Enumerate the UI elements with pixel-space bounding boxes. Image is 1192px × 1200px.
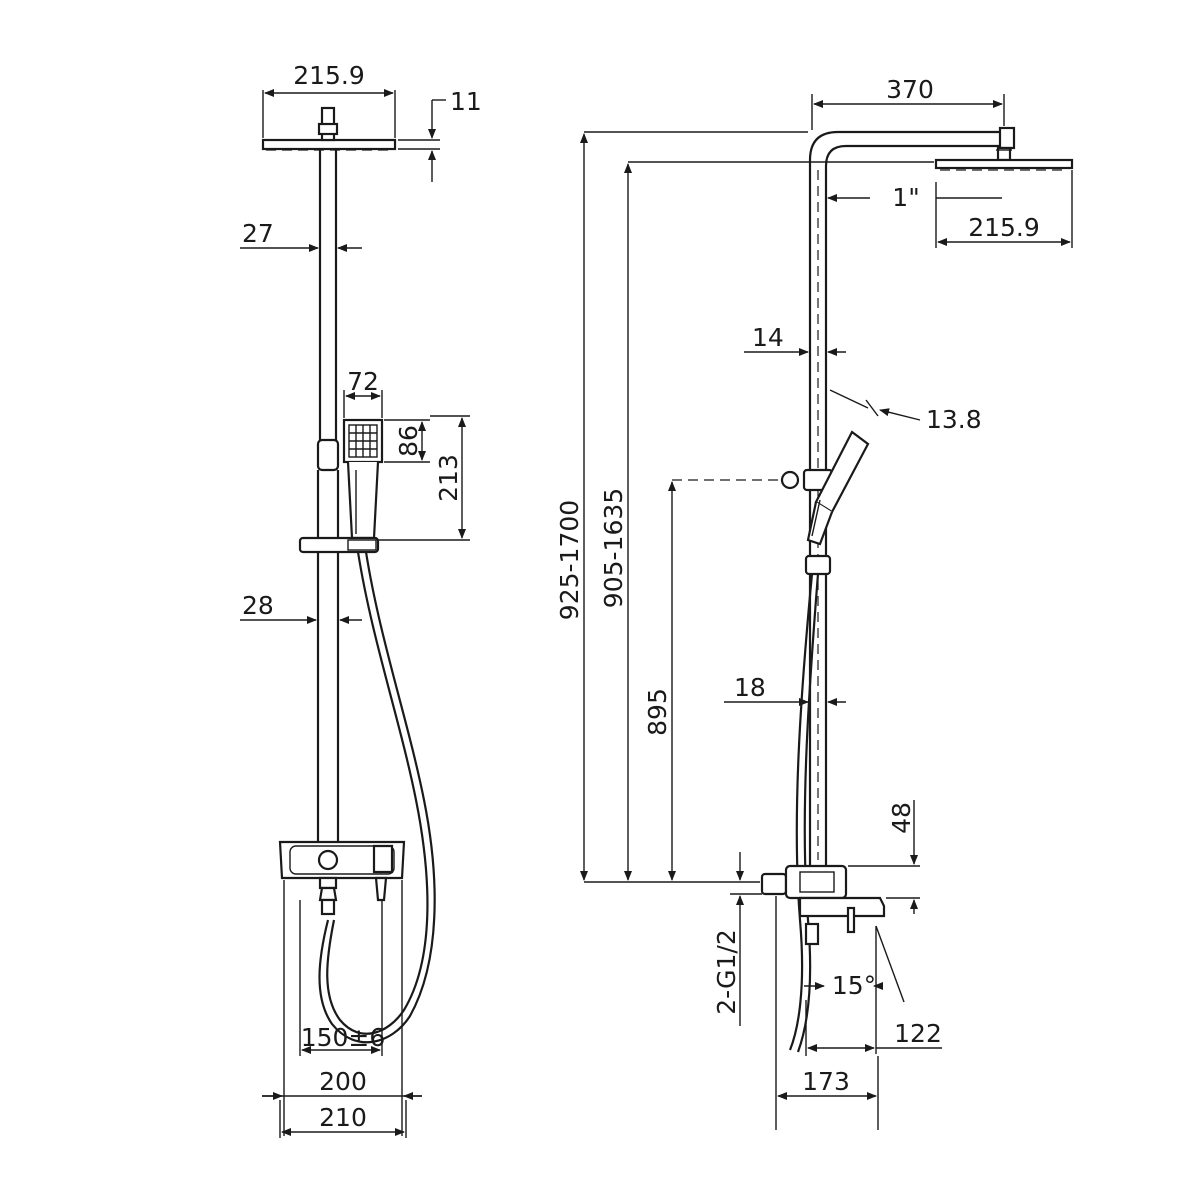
- front-view: [261, 106, 436, 1044]
- dim-front-pipe-dia: 27: [242, 219, 274, 248]
- side-dimensions: 370 1" 215.9 14 13.8 925-1700 905-1635 8…: [555, 75, 1073, 1130]
- dim-arm-thread: 1": [892, 183, 919, 212]
- dim-lower-pipe-dia: 18: [734, 673, 766, 702]
- front-hose: [318, 551, 436, 1044]
- dim-body-width-inner: 200: [319, 1067, 367, 1096]
- dim-front-head-width: 215.9: [293, 61, 365, 90]
- dim-upper-pipe-dia: 14: [752, 323, 784, 352]
- front-column-pipe: [316, 149, 340, 842]
- front-hand-shower: [342, 418, 384, 540]
- side-rain-head: [934, 158, 1074, 171]
- front-mixer-body: [278, 840, 406, 916]
- side-hand-shower: [780, 430, 870, 546]
- dim-inlet-spacing: 150±6: [301, 1023, 386, 1052]
- dim-hose-dia: 13.8: [926, 405, 982, 434]
- front-holder-bar: [298, 536, 380, 554]
- dim-handset-head-height: 86: [394, 425, 423, 457]
- dim-arm-length: 370: [886, 75, 934, 104]
- dim-holder-height: 895: [643, 688, 672, 736]
- dim-spout-reach: 122: [894, 1019, 942, 1048]
- dim-handset-height: 213: [434, 454, 463, 502]
- dim-body-width-outer: 210: [319, 1103, 367, 1132]
- side-slide-holder: [804, 554, 832, 866]
- dim-head-height-range: 905-1635: [599, 488, 628, 608]
- dim-body-depth: 173: [802, 1067, 850, 1096]
- side-mixer-body: [760, 864, 886, 946]
- dim-overall-height: 925-1700: [555, 500, 584, 620]
- front-dimensions: 215.9 11 27 72 86 213 28 150±6: [240, 61, 482, 1138]
- side-view: [760, 126, 1074, 1053]
- front-slide-bracket: [316, 438, 340, 472]
- front-shower-head: [261, 106, 397, 151]
- side-hose: [788, 573, 820, 1053]
- dim-valve-height: 48: [887, 802, 916, 834]
- dim-front-head-thickness: 11: [450, 87, 482, 116]
- dim-front-lower-pipe-dia: 28: [242, 591, 274, 620]
- dim-side-head-width: 215.9: [968, 213, 1040, 242]
- side-column-and-arm: [808, 126, 1016, 570]
- dim-inlet-thread: 2-G1/2: [712, 929, 741, 1014]
- dim-handset-width: 72: [347, 367, 379, 396]
- dim-spout-angle: 15°: [832, 971, 876, 1000]
